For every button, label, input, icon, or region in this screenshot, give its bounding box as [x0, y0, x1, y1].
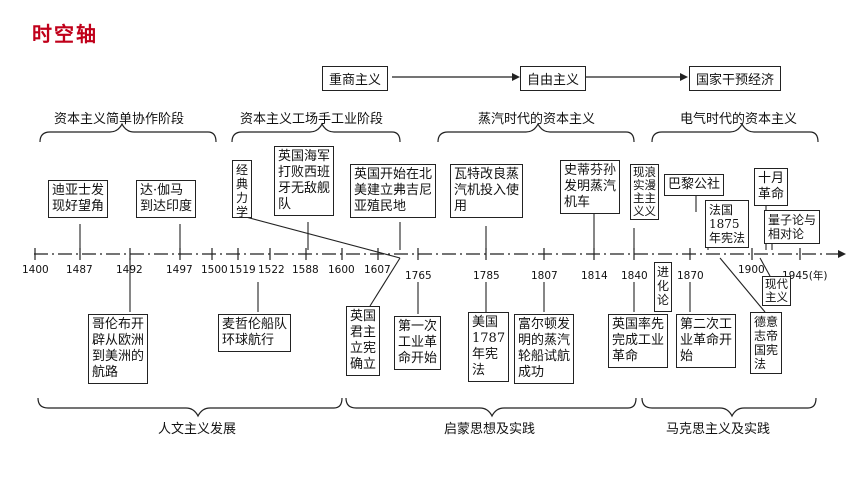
event-evolution-theory: 进化论	[654, 262, 672, 312]
tick-label: 1600	[328, 264, 355, 276]
event-quantum-relativity: 量子论与 相对论	[764, 210, 821, 244]
event-first-industrial-revolution: 第一次 工业革 命开始	[394, 316, 442, 370]
event-britain-completes-industrial-revolution: 英国率先 完成工业 革命	[608, 314, 669, 368]
tick-label: 1487	[66, 264, 93, 276]
period-steam-age: 蒸汽时代的资本主义	[478, 112, 596, 127]
event-second-industrial-revolution: 第二次工 业革命开 始	[676, 314, 737, 368]
tick-label: 1945(年)	[782, 270, 828, 282]
tick-label: 1870	[677, 270, 704, 282]
event-stephenson-locomotive: 史蒂芬孙 发明蒸汽 机车	[560, 160, 621, 214]
event-french-constitution-1875: 法国 1875 年宪法	[705, 200, 750, 248]
event-us-constitution-1787: 美国 1787 年宪 法	[468, 312, 510, 382]
event-dias-cape: 迪亚士发 现好望角	[48, 180, 109, 218]
event-magellan-voyage: 麦哲伦船队 环球航行	[218, 314, 292, 352]
event-virginia-colony: 英国开始在北 美建立弗吉尼 亚殖民地	[350, 164, 437, 218]
event-armada-defeat: 英国海军 打败西班 牙无敌舰 队	[274, 146, 335, 216]
period-workshop-industry: 资本主义工场手工业阶段	[240, 112, 384, 127]
tick-label: 1840	[621, 270, 648, 282]
event-columbus-route: 哥伦布开 辟从欧洲 到美洲的 航路	[88, 314, 149, 384]
event-british-constitutional-monarchy: 英国 君主 立宪 确立	[346, 306, 381, 376]
page-title: 时空轴	[32, 22, 98, 46]
stage-mercantilism: 重商主义	[322, 66, 389, 91]
tick-label: 1607	[364, 264, 391, 276]
event-gama-india: 达·伽马 到达印度	[136, 180, 197, 218]
period-enlightenment: 启蒙思想及实践	[444, 422, 536, 437]
event-modernism: 现代 主义	[762, 276, 791, 306]
stage-state-intervention: 国家干预经济	[689, 66, 782, 91]
event-fulton-steamboat: 富尔顿发 明的蒸汽 轮船试航 成功	[514, 314, 575, 384]
event-paris-commune: 巴黎公社	[664, 174, 725, 196]
tick-label: 1500	[201, 264, 228, 276]
tick-label: 1522	[258, 264, 285, 276]
event-classical-mechanics: 经典力学	[232, 160, 252, 219]
period-marxism: 马克思主义及实践	[666, 422, 771, 437]
tick-label: 1519	[229, 264, 256, 276]
event-october-revolution: 十月 革命	[754, 168, 789, 206]
tick-label: 1785	[473, 270, 500, 282]
event-watt-steam: 瓦特改良蒸 汽机投入使 用	[450, 164, 524, 218]
tick-label: 1497	[166, 264, 193, 276]
tick-label: 1588	[292, 264, 319, 276]
stage-liberalism: 自由主义	[520, 66, 587, 91]
tick-label: 1807	[531, 270, 558, 282]
period-electric-age: 电气时代的资本主义	[680, 112, 798, 127]
tick-label: 1900	[738, 264, 765, 276]
tick-label: 1814	[581, 270, 608, 282]
event-realism-romanticism: 现浪 实漫 主主 义义	[630, 164, 659, 220]
tick-label: 1765	[405, 270, 432, 282]
tick-label: 1400	[22, 264, 49, 276]
event-german-imperial-constitution: 德意 志帝 国宪 法	[750, 312, 783, 374]
period-simple-cooperation: 资本主义简单协作阶段	[54, 112, 185, 127]
period-humanism: 人文主义发展	[158, 422, 237, 437]
tick-label: 1492	[116, 264, 143, 276]
